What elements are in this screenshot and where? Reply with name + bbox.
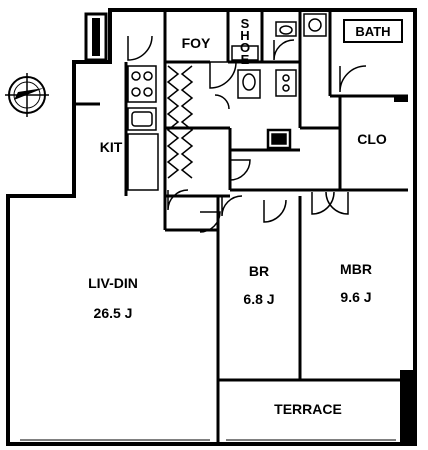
- wall-pier: [394, 96, 408, 102]
- room-label-kitchen: KIT: [100, 139, 123, 155]
- room-label-closet: CLO: [357, 131, 387, 147]
- shoe-cabinet: [231, 45, 259, 61]
- room-label-terrace: TERRACE: [274, 401, 342, 417]
- shoe-label: S H O E: [240, 16, 250, 67]
- bathroom-fixtures: [237, 13, 327, 150]
- wall-pier: [400, 370, 414, 442]
- room-area-bedroom: 6.8 J: [243, 291, 274, 307]
- room-area-master-bedroom: 9.6 J: [340, 289, 371, 305]
- room-label-shoe-o: O: [240, 40, 250, 55]
- room-label-shoe-h: H: [240, 28, 249, 43]
- kitchen-fixtures: [127, 65, 159, 191]
- door-swings: [127, 35, 367, 233]
- bifold-doors: [166, 65, 194, 179]
- room-label-foyer: FOY: [182, 35, 211, 51]
- room-label-bedroom: BR: [249, 263, 269, 279]
- interior-walls: [74, 10, 408, 444]
- bath-label-box: [343, 19, 403, 43]
- room-area-living-dining: 26.5 J: [94, 305, 133, 321]
- room-label-living-dining: LIV-DIN: [88, 275, 138, 291]
- room-label-bath: BATH: [355, 24, 390, 39]
- north-arrow-icon: [5, 73, 49, 117]
- room-label-master-bedroom: MBR: [340, 261, 372, 277]
- room-label-shoe-e: E: [241, 52, 250, 67]
- outer-walls: [6, 8, 417, 446]
- room-label-shoe-s: S: [241, 16, 250, 31]
